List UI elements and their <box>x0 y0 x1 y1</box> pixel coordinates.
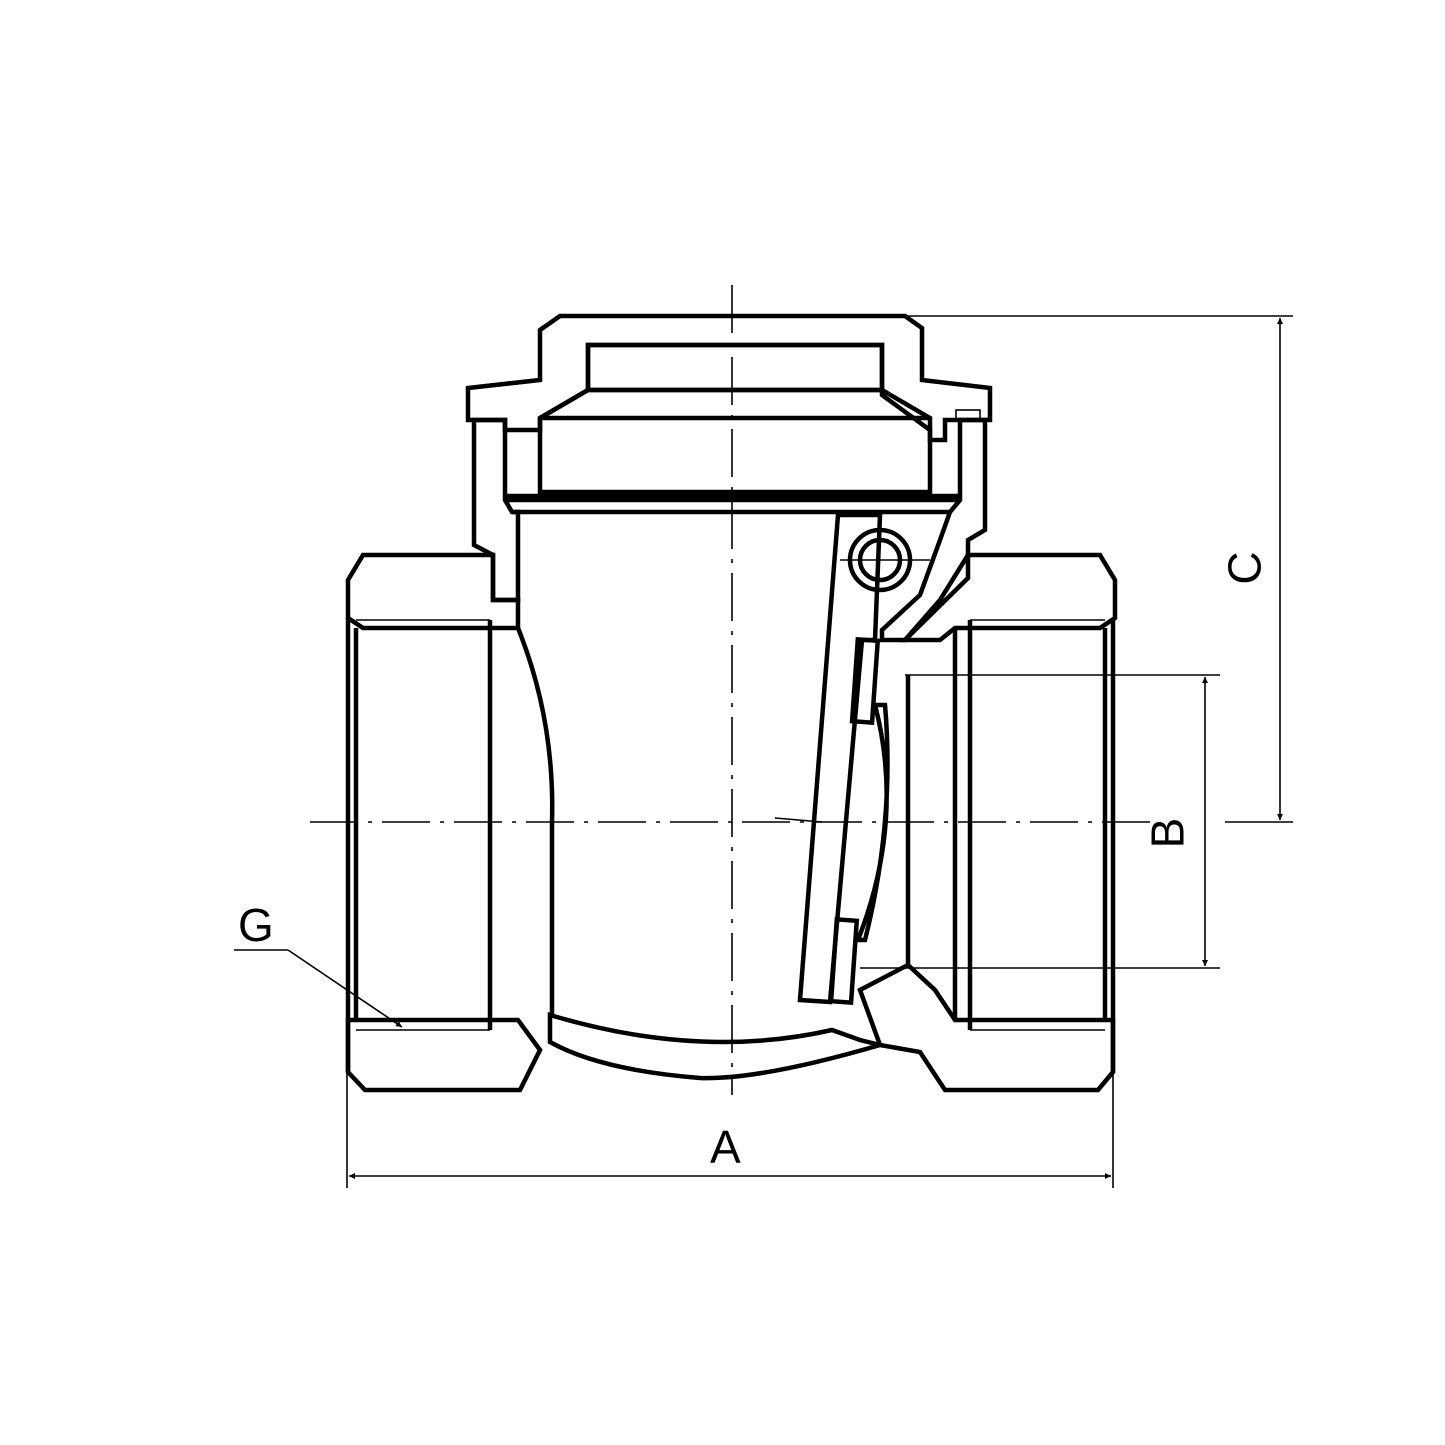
gasket <box>505 493 960 515</box>
dimension-label-b: B <box>1141 817 1194 849</box>
dimension-label-a: A <box>710 1121 741 1173</box>
body-bottom <box>515 627 889 1081</box>
dimension-label-c: C <box>1218 551 1271 585</box>
swing-disc <box>774 512 930 1005</box>
right-end <box>857 552 1118 1093</box>
centerlines <box>310 285 1150 1095</box>
dimension-lines <box>234 315 1293 1188</box>
bonnet-cap <box>465 313 993 495</box>
left-end <box>345 552 543 1093</box>
dimension-label-g: G <box>238 899 274 951</box>
body-neck <box>471 417 988 643</box>
